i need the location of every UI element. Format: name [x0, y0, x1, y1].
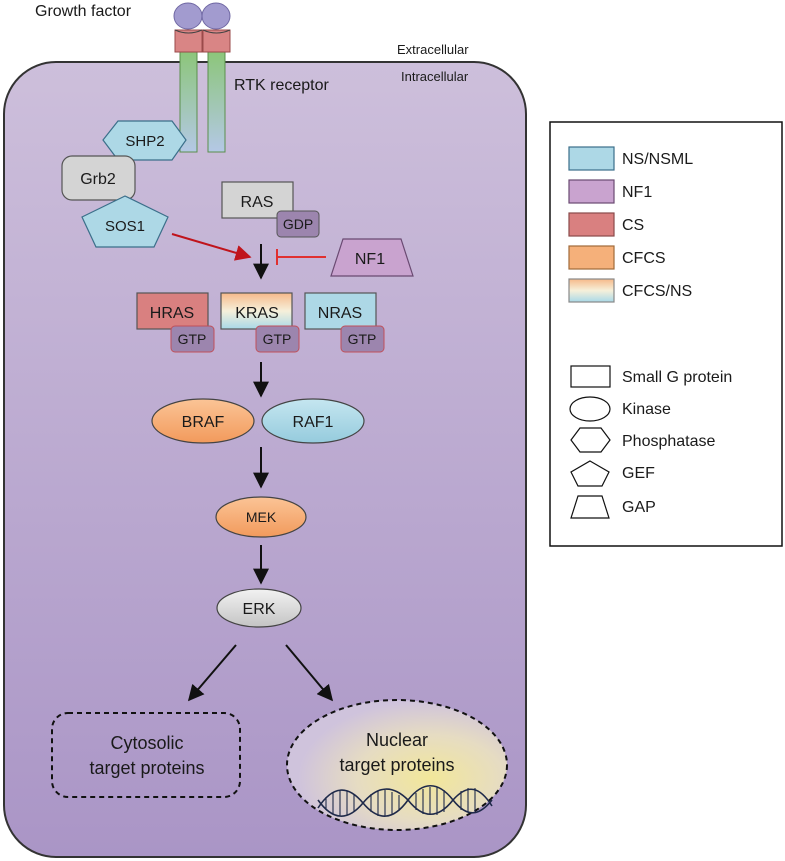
- mek-label: MEK: [246, 509, 277, 525]
- nras-gtp-badge: [340, 325, 385, 353]
- nucleus: [286, 699, 508, 831]
- cytosolic-label-line2: target proteins: [89, 758, 204, 778]
- nuclear-label-line1: Nuclear: [366, 730, 428, 750]
- ras-node: [221, 181, 294, 219]
- legend-label-nf1: NF1: [622, 184, 652, 201]
- legend-shape-hexagon-icon: [570, 427, 611, 453]
- legend-shape-pentagon-icon: [570, 460, 610, 487]
- rtk-receptor-label: RTK receptor: [234, 77, 330, 94]
- nras-label: NRAS: [318, 305, 362, 322]
- nras-node: [304, 292, 377, 330]
- gdp-badge: [276, 210, 320, 238]
- legend-label-small-g-protein: Small G protein: [622, 369, 732, 386]
- nf1-label: NF1: [355, 251, 385, 268]
- legend-label-gap: GAP: [622, 499, 656, 516]
- legend-label-phosphatase: Phosphatase: [622, 433, 716, 450]
- erk-node: [216, 588, 302, 628]
- legend-label-cfcs-ns: CFCS/NS: [622, 283, 692, 300]
- legend-shape-rectangle-icon: [570, 365, 611, 388]
- legend-swatch-cs: [568, 212, 615, 237]
- rtk-receptor: [173, 2, 231, 153]
- erk-to-cytosolic-arrow: [187, 644, 237, 702]
- braf-node: [151, 398, 255, 444]
- legend-shapes: Small G protein Kinase Phosphatase GEF G…: [569, 365, 732, 519]
- legend-swatch-nf1: [568, 179, 615, 204]
- legend-swatch-cfcs-ns: [568, 278, 615, 303]
- mek-node: [215, 496, 307, 538]
- gdp-label: GDP: [283, 216, 313, 232]
- nuclear-label-line2: target proteins: [339, 755, 454, 775]
- kras-gtp-label: GTP: [263, 331, 292, 347]
- erk-to-nuclear-arrow: [285, 644, 334, 702]
- intracellular-label: Intracellular: [401, 69, 469, 84]
- grb2-node: [61, 155, 136, 201]
- shp2-label: SHP2: [125, 133, 164, 150]
- hras-gtp-badge: [170, 325, 215, 353]
- erk-label: ERK: [243, 601, 276, 618]
- raf1-node: [261, 398, 365, 444]
- cytosolic-target-box: [51, 712, 241, 798]
- legend-swatch-ns-nsml: [568, 146, 615, 171]
- legend-swatch-cfcs: [568, 245, 615, 270]
- growth-factor-label: Growth factor: [35, 3, 132, 20]
- rtk-extracellular-left: [174, 29, 203, 53]
- cytosolic-label-line1: Cytosolic: [110, 733, 183, 753]
- legend-shape-trapezoid-icon: [570, 495, 610, 519]
- kras-label: KRAS: [235, 305, 279, 322]
- grb2-label: Grb2: [80, 171, 116, 188]
- dna-helix-icon: [317, 784, 493, 817]
- hras-label: HRAS: [150, 305, 194, 322]
- braf-label: BRAF: [182, 414, 225, 431]
- kras-node: [220, 292, 293, 330]
- legend-label-cs: CS: [622, 217, 644, 234]
- legend-label-ns-nsml: NS/NSML: [622, 151, 693, 168]
- legend-label-kinase: Kinase: [622, 401, 671, 418]
- nras-gtp-label: GTP: [348, 331, 377, 347]
- rtk-extracellular-right: [202, 29, 231, 53]
- legend-label-cfcs: CFCS: [622, 250, 666, 267]
- extracellular-label: Extracellular: [397, 42, 469, 57]
- legend-label-gef: GEF: [622, 465, 655, 482]
- hras-node: [136, 292, 209, 330]
- ras-label: RAS: [241, 194, 274, 211]
- legend-shape-ellipse-icon: [569, 396, 611, 422]
- legend-colors: NS/NSML NF1 CS CFCS CFCS/NS: [568, 146, 693, 303]
- kras-gtp-badge: [255, 325, 300, 353]
- raf1-label: RAF1: [293, 414, 334, 431]
- growth-factor-ligand-left: [173, 2, 203, 30]
- rtk-domain-right: [207, 51, 226, 153]
- sos1-label: SOS1: [105, 218, 145, 235]
- hras-gtp-label: GTP: [178, 331, 207, 347]
- growth-factor-ligand-right: [201, 2, 231, 30]
- sos1-activation-arrow: [171, 233, 252, 261]
- nf1-node: [330, 238, 414, 277]
- sos1-node: [81, 195, 169, 248]
